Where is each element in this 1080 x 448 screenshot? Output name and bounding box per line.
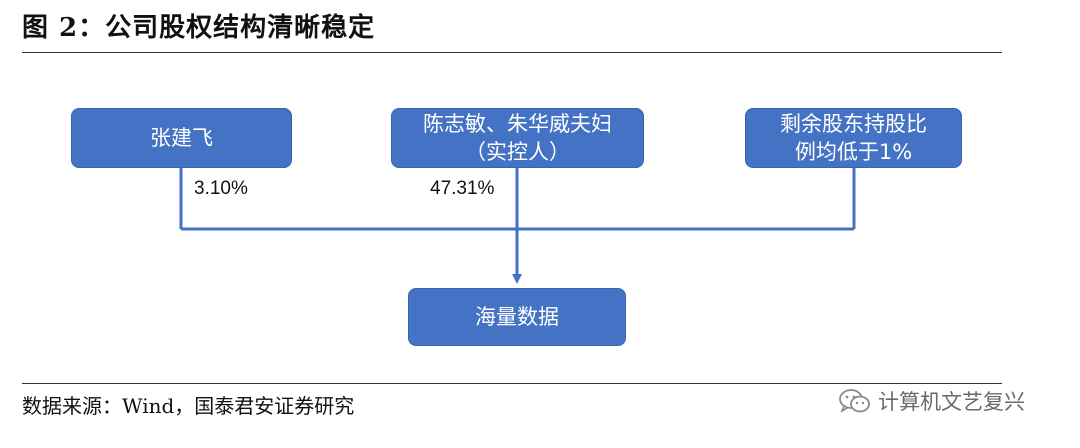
watermark: 计算机文艺复兴	[838, 386, 1025, 416]
figure-title: 图 2：公司股权结构清晰稳定	[22, 13, 376, 43]
shareholder-3-line-2: 例均低于1%	[794, 140, 913, 164]
shareholder-2-line-2: （实控人）	[465, 140, 570, 164]
watermark-text: 计算机文艺复兴	[878, 390, 1025, 414]
company-node: 海量数据	[408, 288, 626, 346]
shareholder-node-controllers: 陈志敏、朱华威夫妇 （实控人）	[391, 108, 644, 168]
shareholder-node-others: 剩余股东持股比 例均低于1%	[745, 108, 962, 168]
source-note: 数据来源：Wind，国泰君安证券研究	[22, 394, 355, 418]
shareholder-2-line-1: 陈志敏、朱华威夫妇	[423, 112, 612, 136]
title-rule	[22, 52, 1002, 53]
stake-label-shareholder-2: 47.31%	[430, 178, 495, 199]
shareholder-node-zhang-jianfei: 张建飞	[71, 108, 292, 168]
company-label: 海量数据	[475, 305, 559, 329]
wechat-icon	[839, 389, 870, 413]
shareholder-3-line-1: 剩余股东持股比	[780, 112, 927, 136]
source-rule	[22, 383, 1002, 384]
stake-label-shareholder-1: 3.10%	[194, 178, 248, 199]
shareholder-1-line-1: 张建飞	[150, 126, 213, 150]
